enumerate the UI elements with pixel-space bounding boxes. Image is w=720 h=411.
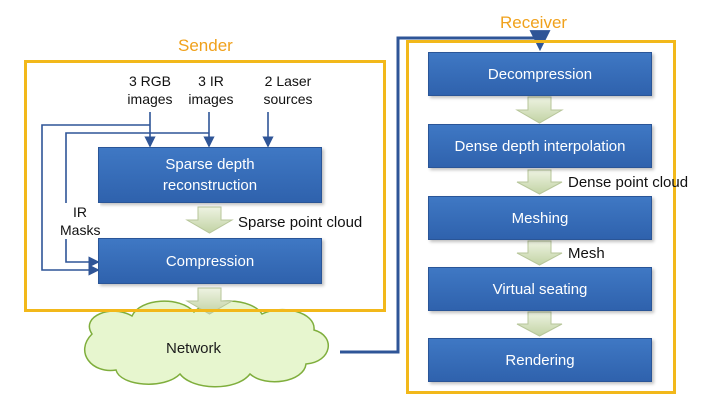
network-cloud-shape (84, 300, 330, 388)
receiver-step-meshing: Meshing (428, 196, 652, 240)
network-label: Network (166, 340, 222, 357)
sender-frame (24, 60, 386, 312)
flow-arrow-sparse-to-compression (185, 206, 234, 234)
ir-masks-label: IR Masks (60, 203, 101, 239)
laser-sources-label: 2 Laser sources (263, 73, 313, 107)
ir-images-label: 3 IR images (188, 73, 234, 107)
receiver-step-dense-depth-interpolation: Dense depth interpolation (428, 124, 652, 168)
dense-depth-interpolation-text: Dense depth interpolation (454, 137, 626, 155)
flow-arrow-decompression-to-dense (515, 96, 564, 124)
sparse-depth-reconstruction-text: Sparse depth reconstruction (162, 156, 258, 194)
flow-arrow-seating-to-rendering (516, 311, 563, 337)
meshing-text: Meshing (511, 209, 569, 227)
receiver-step-virtual-seating: Virtual seating (428, 267, 652, 311)
dense-point-cloud-label: Dense point cloud (568, 174, 689, 191)
flow-arrow-dense-to-meshing (516, 169, 563, 195)
sparse-point-cloud-label: Sparse point cloud (238, 214, 363, 231)
virtual-seating-text: Virtual seating (492, 280, 588, 298)
rgb-bypass-connector (41, 124, 150, 276)
decompression-text: Decompression (487, 65, 593, 83)
ir-bypass-connector (65, 132, 209, 268)
receiver-step-rendering: Rendering (428, 338, 652, 382)
flow-arrow-compression-to-network (185, 287, 234, 315)
receiver-frame (406, 40, 676, 394)
compression-box: Compression (98, 238, 322, 284)
sparse-depth-reconstruction-box: Sparse depth reconstruction (98, 147, 322, 203)
mesh-label: Mesh (568, 245, 605, 262)
compression-text: Compression (165, 252, 255, 270)
flow-arrow-meshing-to-seating (516, 240, 563, 266)
rendering-text: Rendering (505, 351, 575, 369)
sender-title: Sender (178, 36, 233, 55)
receiver-step-decompression: Decompression (428, 52, 652, 96)
receiver-title: Receiver (500, 13, 568, 32)
rgb-images-label: 3 RGB images (127, 73, 173, 107)
